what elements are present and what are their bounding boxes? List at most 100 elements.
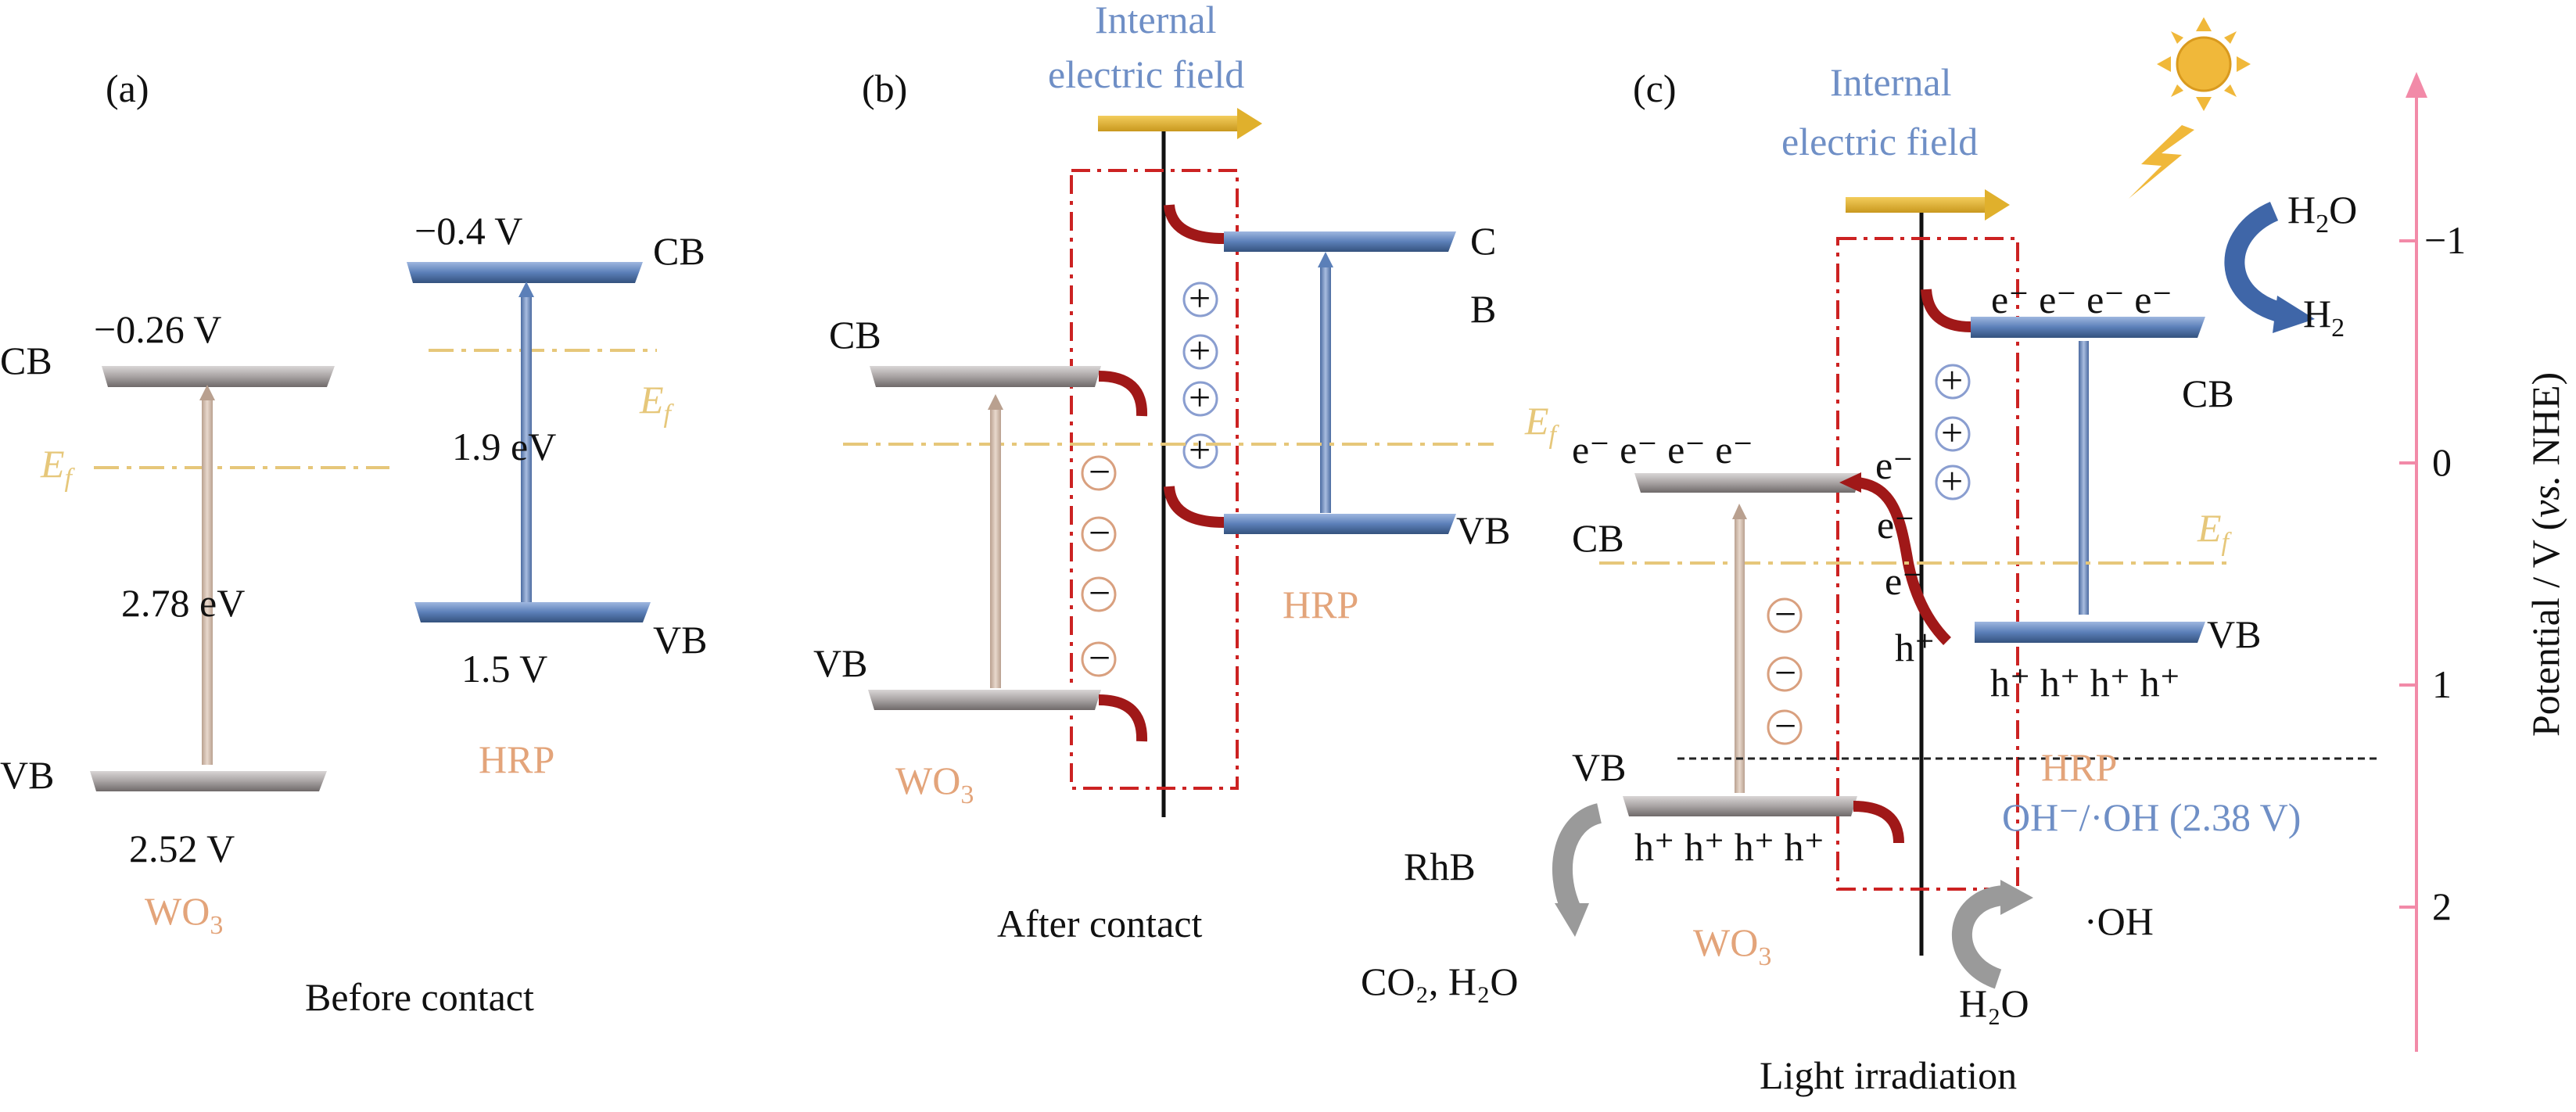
panel-c-minus-charge	[1767, 597, 1803, 633]
svg-text:+: +	[1189, 375, 1211, 419]
panel-b-field-line1: Internal	[1095, 0, 1216, 41]
panel-b-hrp-vb-band	[1224, 514, 1456, 534]
panel-c-h2-arrowhead	[2273, 296, 2315, 333]
sun-icon	[2157, 17, 2251, 111]
panel-b-hrp-cb-bend	[1164, 204, 1225, 244]
panel-b-hrp-name: HRP	[1283, 583, 1358, 626]
panel-c-h2o-bottom: H₂O	[1959, 981, 2029, 1025]
panel-c-hrp-holes: h⁺ h⁺ h⁺ h⁺	[1990, 661, 2180, 705]
panel-a-wo3-cb-label: CB	[0, 339, 52, 382]
panel-a-hrp-cb-label: CB	[653, 229, 705, 273]
svg-text:+: +	[1189, 328, 1211, 372]
panel-c-field-arrowhead	[1985, 189, 2010, 221]
panel-a-wo3-cb-band	[102, 366, 335, 387]
panel-c-transfer-e1: e⁻	[1875, 443, 1914, 487]
panel-b-hrp-gap-arrow	[1320, 266, 1331, 513]
svg-text:−: −	[1089, 450, 1110, 493]
panel-b-hrp-cb-b: B	[1470, 287, 1496, 331]
panel-c-hrp-cb-label: CB	[2182, 371, 2234, 415]
panel-b-wo3-vb-bend	[1098, 694, 1148, 742]
panel-c-oh-arrow	[1951, 885, 2005, 989]
panel-b-plus-charge	[1182, 282, 1218, 317]
panel-b-hrp-vb-label: VB	[1456, 508, 1510, 552]
panel-c-products: CO₂, H₂O	[1361, 960, 1519, 1003]
panel-c-wo3-vb-label: VB	[1572, 745, 1626, 789]
panel-b-field-arrow	[1098, 116, 1239, 131]
panel-b-wo3-name: WO3	[895, 759, 974, 809]
panel-a-caption: Before contact	[305, 975, 534, 1019]
potential-axis-tick-label: 1	[2432, 662, 2452, 706]
panel-c-minus-charges: − − −	[1767, 592, 1803, 748]
svg-text:−: −	[1774, 704, 1796, 748]
panel-c-wo3-electrons: e⁻ e⁻ e⁻ e⁻	[1572, 428, 1753, 472]
panel-c-plus-charges: + + +	[1935, 358, 1971, 503]
panel-a-hrp-name: HRP	[479, 737, 554, 781]
potential-axis: −10123 Potential / V (vs. NHE)	[2399, 72, 2567, 1112]
panel-c-h2: H2	[2303, 292, 2345, 343]
panel-b-field-line2: electric field	[1048, 52, 1244, 96]
panel-c-hrp-electrons: e⁻ e⁻ e⁻ e⁻	[1991, 278, 2172, 321]
panel-b-hrp-gap-arrowhead	[1318, 252, 1333, 267]
svg-text:−: −	[1089, 636, 1110, 680]
panel-c-caption: Light irradiation	[1760, 1053, 2017, 1097]
svg-text:+: +	[1941, 358, 1963, 402]
panel-b-plus-charges: + + + +	[1182, 276, 1218, 472]
svg-text:−: −	[1774, 592, 1796, 636]
panel-c-rhb: RhB	[1404, 845, 1476, 888]
panel-b-field-arrowhead	[1237, 108, 1262, 139]
svg-text:+: +	[1941, 459, 1963, 503]
panel-c-oh-radical: ·OH	[2084, 899, 2154, 943]
svg-text:+: +	[1189, 276, 1211, 320]
panel-c-hrp-vb-label: VB	[2207, 612, 2261, 656]
panel-c-plus-charge	[1935, 364, 1971, 400]
panel-c-hrp-cb-band	[1971, 317, 2205, 338]
potential-axis-arrowhead	[2406, 72, 2427, 98]
panel-a-wo3-gap-arrowhead	[199, 385, 215, 400]
svg-text:−: −	[1089, 571, 1110, 615]
panel-c-plus-charge	[1935, 465, 1971, 500]
panel-a-wo3-gap: 2.78 eV	[121, 581, 245, 625]
svg-text:+: +	[1941, 411, 1963, 454]
panel-c-minus-charge	[1767, 709, 1803, 745]
panel-a-hrp-vb-band	[414, 602, 651, 622]
panel-c-wo3-holes: h⁺ h⁺ h⁺ h⁺	[1634, 825, 1824, 869]
panel-c-rhb-arrow	[1552, 803, 1602, 916]
potential-axis-ticks: −10123	[2399, 218, 2466, 1112]
panel-c-wo3-gap-arrow	[1735, 518, 1745, 793]
svg-text:+: +	[1189, 428, 1211, 472]
panel-c-transfer-h: h⁺	[1895, 626, 1935, 669]
panel-c-rhb-arrowhead	[1555, 903, 1589, 937]
panel-c-field-line2: electric field	[1781, 120, 1978, 163]
panel-c-field-arrow	[1846, 197, 1986, 213]
panel-c-transfer-e2: e⁻	[1877, 503, 1915, 547]
panel-b-plus-charge	[1182, 381, 1218, 417]
panel-c-wo3-name: WO3	[1693, 920, 1771, 971]
panel-b-wo3-vb-label: VB	[813, 641, 867, 685]
panel-a-hrp-cb-band	[407, 262, 643, 283]
panel-a-hrp-gap-arrowhead	[518, 282, 534, 297]
panel-c-minus-charge	[1767, 656, 1803, 692]
panel-c-transfer-arrowhead	[1839, 472, 1861, 493]
panel-b-wo3-gap-arrowhead	[988, 394, 1003, 410]
panel-c-wo3-gap-arrowhead	[1732, 504, 1747, 519]
panel-c-hrp-gap-line	[2079, 341, 2089, 615]
panel-c-wo3-cb-label: CB	[1572, 516, 1624, 560]
panel-b-minus-charge	[1081, 641, 1117, 677]
potential-axis-label: Potential / V (vs. NHE)	[2524, 372, 2567, 737]
panel-a-wo3-cb-potential: −0.26 V	[94, 307, 221, 351]
panel-c: (c) Internal electric field e⁻ e⁻ e⁻ e⁻ …	[1361, 17, 2377, 1097]
panel-c-label: (c)	[1633, 66, 1677, 110]
panel-c-ef: Ef	[2197, 506, 2233, 557]
panel-a-hrp-vb-potential: 1.5 V	[461, 647, 547, 691]
potential-axis-tick-label: −1	[2424, 218, 2466, 262]
panel-a-wo3-ef: Ef	[40, 442, 76, 493]
panel-a-hrp-vb-label: VB	[653, 618, 707, 662]
panel-a: (a) −0.26 V CB Ef 2.78 eV VB 2.52 V WO3 …	[0, 66, 707, 1019]
panel-a-hrp-gap-arrow	[521, 296, 532, 602]
svg-text:−: −	[1089, 511, 1110, 554]
lightning-icon	[2129, 125, 2194, 199]
panel-c-wo3-vb-bend	[1853, 801, 1904, 844]
panel-c-plus-charge	[1935, 416, 1971, 452]
